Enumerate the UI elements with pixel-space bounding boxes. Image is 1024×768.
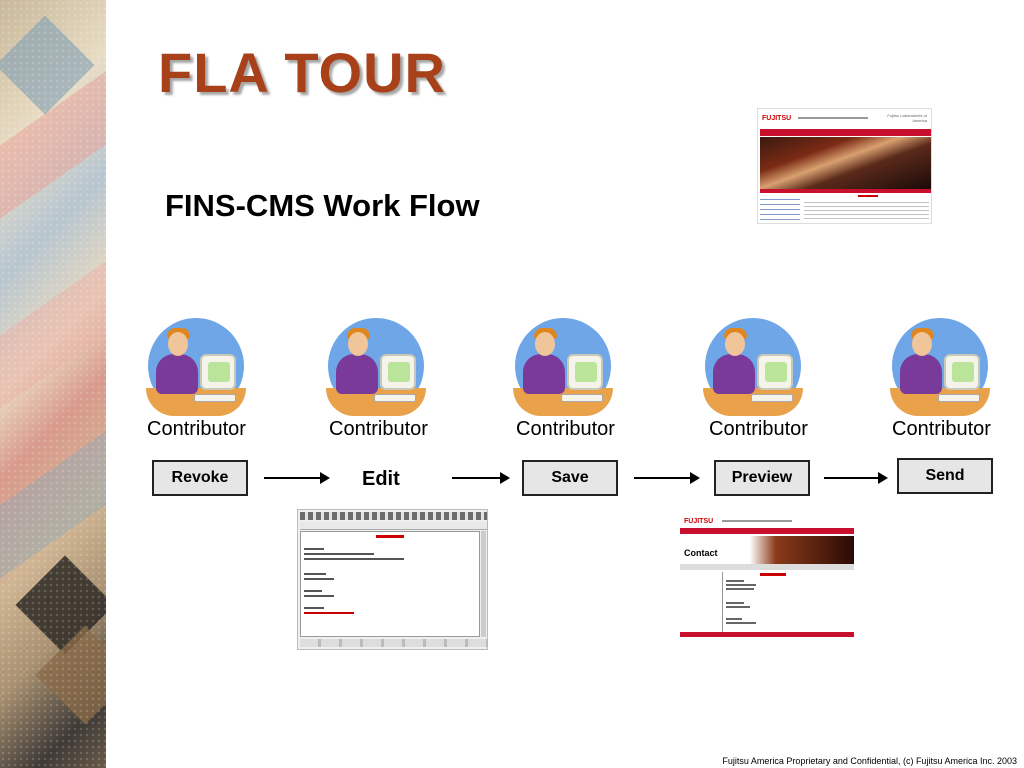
contributor-label: Contributor [516, 418, 615, 440]
contributor-label: Contributor [329, 418, 428, 440]
contributor-label: Contributor [892, 418, 991, 440]
contributor-illustration [890, 318, 990, 416]
save-button[interactable]: Save [522, 460, 618, 496]
slide-subtitle: FINS-CMS Work Flow [165, 188, 480, 223]
flow-arrow [264, 472, 330, 484]
flow-arrow [634, 472, 700, 484]
flow-arrow [452, 472, 510, 484]
homepage-screenshot: FUJITSU Fujitsu Laboratories of America [757, 108, 932, 224]
send-button[interactable]: Send [897, 458, 993, 494]
footer-copyright: Fujitsu America Proprietary and Confiden… [722, 756, 1017, 766]
editor-screenshot [297, 509, 488, 650]
contributor-label: Contributor [709, 418, 808, 440]
preview-screenshot: FUJITSU Contact [680, 512, 856, 644]
flow-arrow [824, 472, 888, 484]
edit-step-label: Edit [362, 468, 400, 490]
contributor-label: Contributor [147, 418, 246, 440]
slide-title: FLA TOUR [158, 41, 446, 104]
contributor-illustration [146, 318, 246, 416]
preview-button[interactable]: Preview [714, 460, 810, 496]
revoke-button[interactable]: Revoke [152, 460, 248, 496]
contributor-illustration [326, 318, 426, 416]
contributor-illustration [703, 318, 803, 416]
decorative-side-collage [0, 0, 106, 768]
contributor-illustration [513, 318, 613, 416]
